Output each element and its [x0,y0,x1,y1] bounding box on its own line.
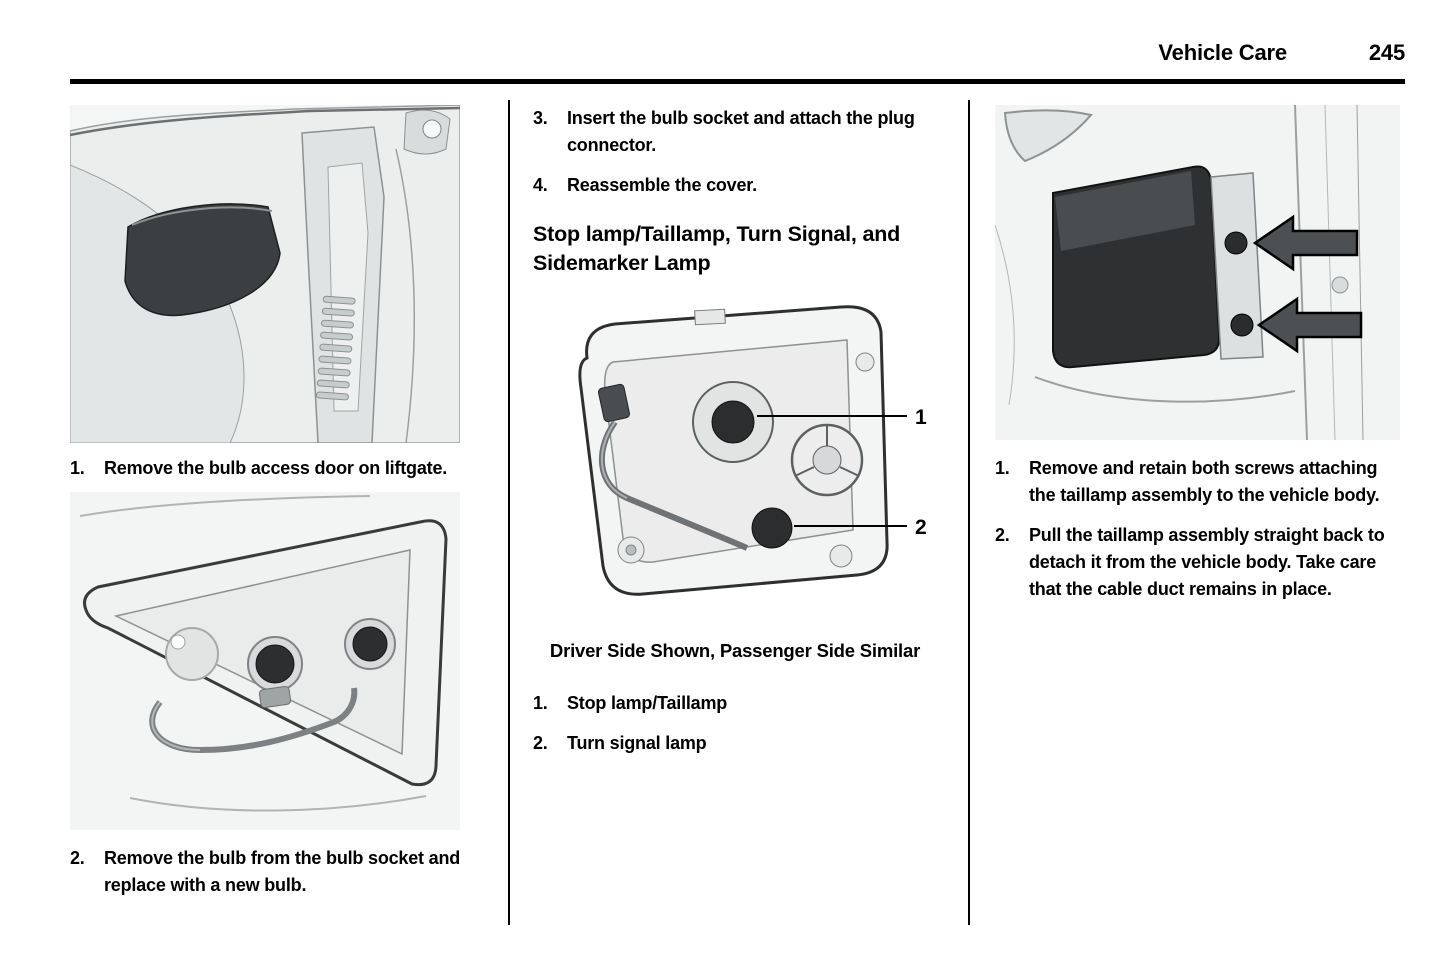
page-header: Vehicle Care 245 [1158,40,1405,66]
left-step-2: 2. Remove the bulb from the bulb socket … [70,845,482,899]
left-step-1: 1. Remove the bulb access door on liftga… [70,455,482,482]
mounting-bracket [1210,172,1264,360]
legend-item-2: 2. Turn signal lamp [533,730,937,757]
bulb-socket-2 [352,626,388,662]
legend-number: 2. [533,733,548,753]
bulb-socket-1 [255,644,295,684]
liftgate-interior-illustration [70,105,460,443]
right-step-2: 2. Pull the taillamp assembly straight b… [995,522,1407,603]
turn-signal-bulb [751,507,793,549]
legend-item-1: 1. Stop lamp/Taillamp [533,690,937,717]
step-text: Remove the bulb access door on liftgate. [104,458,448,478]
step-number: 2. [995,525,1010,545]
step-number: 1. [995,458,1010,478]
step-text: Remove the bulb from the bulb socket and… [104,848,461,895]
bulb-socket-illustration [70,492,460,830]
step-number: 3. [533,108,548,128]
step-text: Insert the bulb socket and attach the pl… [567,108,915,155]
taillamp-screw-top [1224,231,1248,255]
figure-caption: Driver Side Shown, Passenger Side Simila… [549,640,921,661]
step-text: Remove and retain both screws attaching … [1029,458,1380,505]
callout-label-1: 1 [915,406,927,429]
taillamp-screws-illustration [995,105,1400,440]
step-text: Pull the taillamp assembly straight back… [1029,525,1385,599]
column-divider-right [968,100,970,925]
step-number: 2. [70,848,85,868]
section-heading: Stop lamp/Taillamp, Turn Signal, and Sid… [533,222,901,275]
arrow-icon-top [1252,214,1359,272]
step-text: Reassemble the cover. [567,175,757,195]
legend-text: Turn signal lamp [567,733,707,753]
taillamp-screws-figure [995,105,1400,440]
taillamp-screw-bottom [1230,313,1254,337]
bulb-socket-figure [70,492,460,830]
vent-grille [315,295,356,401]
middle-step-3: 3. Insert the bulb socket and attach the… [533,105,937,159]
taillamp-assembly-illustration: 1 2 [578,305,927,596]
page-number: 245 [1368,40,1405,65]
page-title: Vehicle Care [1158,40,1287,65]
step-number: 1. [70,458,85,478]
legend-number: 1. [533,693,548,713]
window-corner [1003,109,1093,163]
bulb-access-door [124,203,281,317]
step-number: 4. [533,175,548,195]
column-divider-left [508,100,510,925]
taillamp-assembly-figure: 1 2 [535,300,940,618]
middle-step-4: 4. Reassemble the cover. [533,172,937,199]
liftgate-interior-figure [70,105,460,443]
arrow-icon-bottom [1256,296,1363,354]
legend-text: Stop lamp/Taillamp [567,693,728,713]
stop-lamp-bulb [711,400,755,444]
header-rule [70,79,1405,84]
plug-connector [597,383,631,423]
right-step-1: 1. Remove and retain both screws attachi… [995,455,1407,509]
callout-label-2: 2 [915,516,927,539]
